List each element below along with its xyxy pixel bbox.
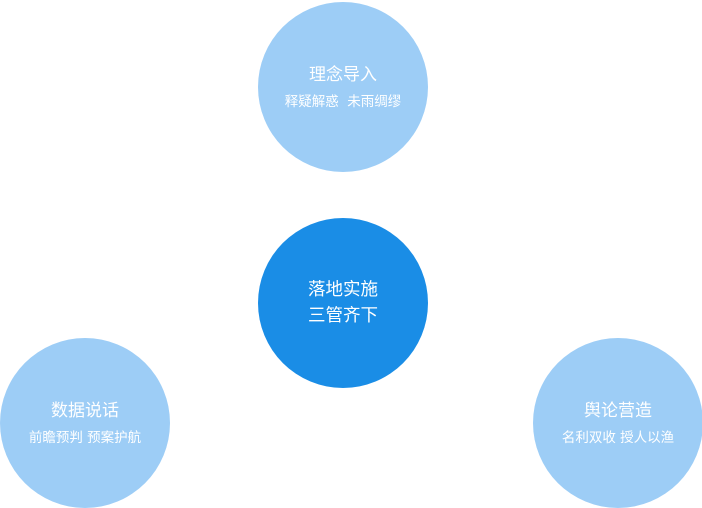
- node-implementation-center: 落地实施 三管齐下: [258, 218, 428, 388]
- node-center-line-2: 三管齐下: [308, 306, 378, 326]
- node-data-speaks: 数据说话 前瞻预判 预案护航: [0, 338, 170, 508]
- node-subtitle: 前瞻预判 预案护航: [28, 429, 142, 446]
- node-concept-introduction: 理念导入 释疑解惑 未雨绸缪: [258, 2, 428, 172]
- node-center-line-1: 落地实施: [308, 280, 378, 300]
- node-title: 数据说话: [51, 400, 119, 421]
- node-title: 理念导入: [309, 64, 377, 85]
- node-subtitle: 名利双收 授人以渔: [561, 429, 675, 446]
- node-subtitle: 释疑解惑 未雨绸缪: [284, 93, 402, 110]
- node-public-opinion: 舆论营造 名利双收 授人以渔: [533, 338, 702, 508]
- node-title: 舆论营造: [584, 400, 652, 421]
